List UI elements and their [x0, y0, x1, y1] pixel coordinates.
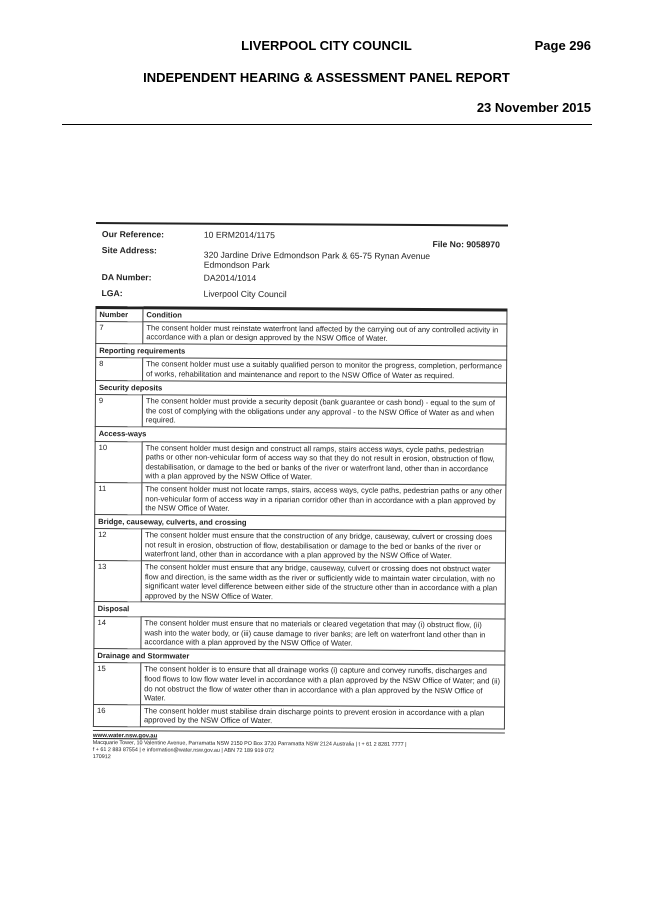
lga-label: LGA:	[101, 288, 123, 299]
footer-code: 170912	[92, 753, 111, 761]
condition-number: 12	[94, 528, 142, 561]
condition-text: The consent holder must provide a securi…	[142, 394, 507, 429]
condition-text: The consent holder must ensure that any …	[141, 560, 506, 605]
reference-block: Our Reference: 10 ERM2014/1175 File No: …	[95, 224, 507, 309]
condition-number: 10	[94, 441, 143, 483]
condition-text: The consent holder must use a suitably q…	[142, 358, 507, 383]
document-footer: www.water.nsw.gov.au Macquarie Tower, 10…	[92, 729, 505, 764]
scanned-document: Our Reference: 10 ERM2014/1175 File No: …	[92, 222, 508, 764]
site-address-value: 320 Jardine Drive Edmondson Park & 65-75…	[203, 249, 431, 271]
condition-number: 7	[95, 321, 143, 344]
condition-number: 14	[93, 616, 142, 649]
page-number: Page 296	[534, 38, 591, 53]
da-number-label: DA Number:	[101, 272, 152, 283]
condition-text: The consent holder must stabilise drain …	[140, 704, 505, 729]
column-header-number: Number	[95, 307, 143, 322]
file-number: File No: 9058970	[432, 239, 500, 250]
our-reference-label: Our Reference:	[101, 229, 165, 240]
our-reference-value: 10 ERM2014/1175	[203, 229, 275, 241]
da-number-value: DA2014/1014	[203, 272, 257, 283]
site-address-label: Site Address:	[101, 245, 157, 256]
report-date: 23 November 2015	[476, 100, 591, 115]
report-title: INDEPENDENT HEARING & ASSESSMENT PANEL R…	[143, 70, 510, 85]
condition-number: 15	[93, 662, 141, 705]
lga-value: Liverpool City Council	[203, 288, 287, 300]
condition-text: The consent holder must ensure that the …	[141, 529, 506, 564]
condition-number: 9	[95, 394, 143, 427]
condition-number: 13	[94, 560, 142, 603]
condition-number: 8	[95, 357, 143, 381]
condition-text: The consent holder must design and const…	[141, 441, 507, 485]
condition-text: The consent holder must not locate ramps…	[141, 482, 506, 517]
condition-text: The consent holder must reinstate waterf…	[142, 321, 507, 346]
condition-number: 16	[93, 704, 141, 727]
condition-text: The consent holder must ensure that no m…	[140, 616, 506, 651]
condition-number: 11	[94, 482, 142, 515]
council-name: LIVERPOOL CITY COUNCIL	[241, 38, 412, 53]
condition-text: The consent holder is to ensure that all…	[140, 663, 505, 707]
header-divider	[62, 124, 592, 125]
